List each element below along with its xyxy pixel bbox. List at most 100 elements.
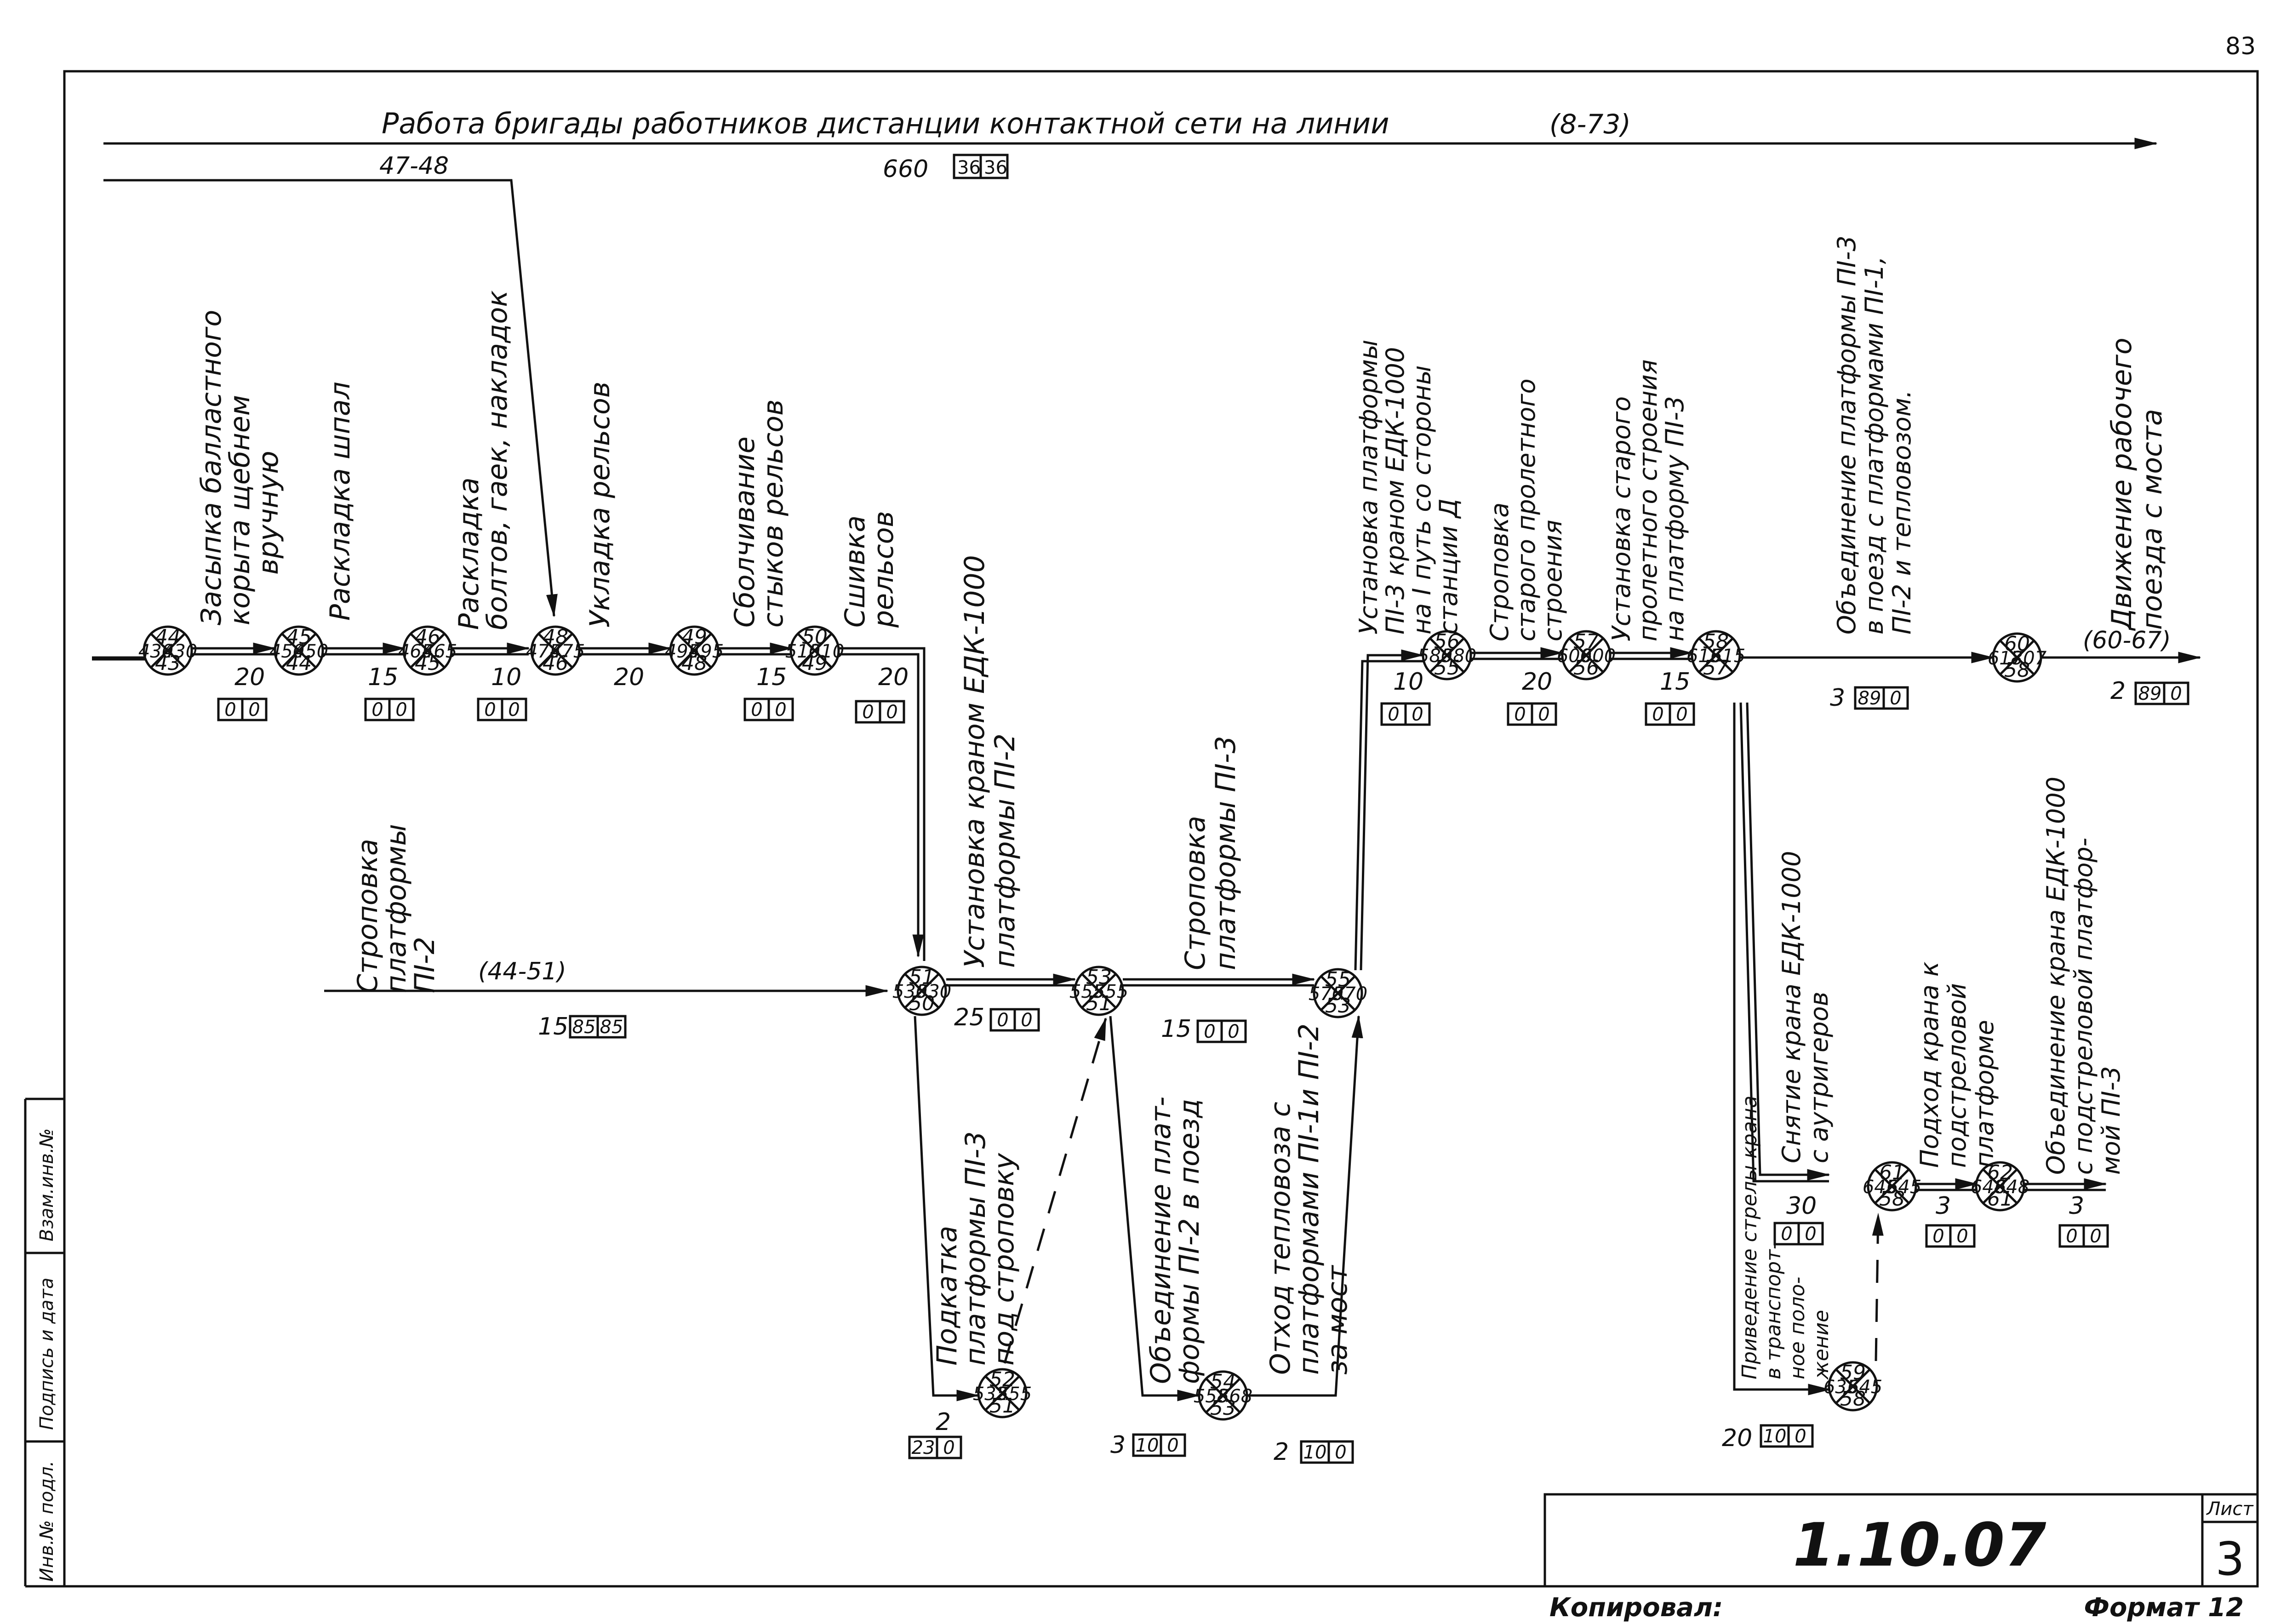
label-a12: Отход тепловоза с платформами ПI-1и ПI-2… <box>1264 1015 1354 1375</box>
header-title: Работа бригады работников дистанции конт… <box>382 107 1389 140</box>
svg-text:0: 0 <box>508 699 520 721</box>
duration-a9: 15 <box>1161 1015 1191 1043</box>
svg-text:0: 0 <box>1890 688 1901 709</box>
svg-text:465: 465 <box>398 641 433 662</box>
duration-a21: 20 <box>1722 1424 1752 1452</box>
svg-text:61: 61 <box>1987 1187 2013 1211</box>
label-a9: Строповка платформы ПI-3 <box>1179 736 1242 970</box>
svg-text:53: 53 <box>1210 1396 1236 1420</box>
svg-text:0: 0 <box>1514 704 1526 725</box>
svg-text:615: 615 <box>1710 646 1745 667</box>
svg-text:53: 53 <box>1086 966 1112 989</box>
svg-text:85: 85 <box>572 1017 596 1038</box>
event-node-49: 49 495 495 48 <box>665 625 724 676</box>
ref-a17: (60-67) <box>2083 627 2171 654</box>
svg-text:55: 55 <box>1325 968 1351 991</box>
svg-text:0: 0 <box>1676 704 1687 725</box>
svg-text:580: 580 <box>1441 646 1476 667</box>
activity-labels: Засыпка балластного корыта щебнем вручну… <box>195 235 2168 1384</box>
svg-text:530: 530 <box>916 981 951 1002</box>
svg-text:0: 0 <box>2066 1226 2077 1247</box>
svg-text:0: 0 <box>1388 704 1399 725</box>
svg-text:465: 465 <box>422 641 457 662</box>
svg-text:10: 10 <box>1136 1435 1159 1456</box>
svg-text:0: 0 <box>1652 704 1663 725</box>
duration-a1: 20 <box>234 663 265 691</box>
event-node-59: 59 635 645 58 <box>1823 1361 1882 1412</box>
svg-text:0: 0 <box>1805 1224 1816 1245</box>
svg-text:475: 475 <box>550 641 585 662</box>
svg-text:62: 62 <box>1987 1161 2013 1184</box>
event-node-52: 52 532 555 51 <box>973 1368 1032 1418</box>
svg-text:645: 645 <box>1863 1177 1898 1198</box>
label-a11: Объединение плат- формы ПI-2 в поезд <box>1145 1088 1206 1384</box>
svg-text:43: 43 <box>155 652 181 675</box>
svg-text:50: 50 <box>802 625 828 649</box>
svg-text:51: 51 <box>1086 992 1112 1015</box>
label-a21: Приведение стрелы крана в транспорт- ное… <box>1738 1089 1833 1380</box>
event-node-62: 62 648 648 61 <box>1971 1161 2029 1212</box>
label-a19: Подход крана к подстреловой платформе <box>1915 954 1999 1168</box>
svg-text:568: 568 <box>1217 1386 1252 1407</box>
svg-text:0: 0 <box>1932 1226 1944 1247</box>
label-a17: Движение рабочего поезда с моста <box>2106 329 2168 631</box>
svg-text:0: 0 <box>862 702 874 723</box>
label-a7: Установка краном ЕДК-1000 платформы ПI-2 <box>959 546 1021 968</box>
svg-text:61: 61 <box>1879 1161 1905 1184</box>
stamp-replaced: Взам.инв.№ <box>36 1128 57 1241</box>
label-a1: Засыпка балластного корыта щебнем вручну… <box>195 301 285 625</box>
svg-text:532: 532 <box>973 1384 1008 1405</box>
duration-a6: 20 <box>878 663 909 691</box>
svg-text:45: 45 <box>286 625 312 649</box>
svg-text:645: 645 <box>1847 1377 1882 1398</box>
svg-text:50: 50 <box>909 992 935 1015</box>
duration-a5: 15 <box>756 663 787 691</box>
svg-text:60: 60 <box>2004 632 2030 656</box>
svg-text:55: 55 <box>1434 656 1460 680</box>
footer-copied: Копировал: <box>1549 1593 1723 1623</box>
svg-text:430: 430 <box>138 641 173 662</box>
svg-text:0: 0 <box>886 702 897 723</box>
duration-a4: 20 <box>614 663 644 691</box>
event-node-61: 61 645 645 58 <box>1863 1161 1921 1212</box>
svg-text:648: 648 <box>1971 1177 2006 1198</box>
svg-text:0: 0 <box>1021 1010 1032 1031</box>
event-node-56: 56 580 580 55 <box>1417 630 1476 680</box>
svg-text:10: 10 <box>1303 1442 1327 1463</box>
duration-a12: 2 <box>1274 1438 1289 1466</box>
svg-text:0: 0 <box>484 699 496 721</box>
event-node-57: 57 600 600 56 <box>1557 630 1616 680</box>
footer-format: Формат 12 <box>2084 1593 2244 1623</box>
svg-text:555: 555 <box>1093 981 1128 1002</box>
svg-text:618: 618 <box>1988 648 2023 669</box>
label-a6: Сшивка рельсов <box>839 507 900 628</box>
svg-text:600: 600 <box>1581 646 1616 667</box>
svg-text:10: 10 <box>1763 1426 1787 1447</box>
event-node-58: 58 615 615 57 <box>1686 630 1745 680</box>
sheet-frame <box>63 70 2259 1588</box>
svg-text:570: 570 <box>1309 984 1343 1005</box>
svg-text:44: 44 <box>286 652 312 675</box>
svg-text:0: 0 <box>1781 1224 1792 1245</box>
svg-text:0: 0 <box>775 699 786 721</box>
header-reserve: 36 36 <box>953 154 1009 179</box>
svg-text:59: 59 <box>1840 1361 1866 1384</box>
sheet-number: 3 <box>2215 1532 2245 1586</box>
svg-text:580: 580 <box>1417 646 1452 667</box>
svg-text:0: 0 <box>372 699 383 721</box>
svg-text:58: 58 <box>1879 1187 1905 1211</box>
label-a13: Установка платформы ПI-3 краном ЕДК-1000… <box>1354 332 1463 635</box>
